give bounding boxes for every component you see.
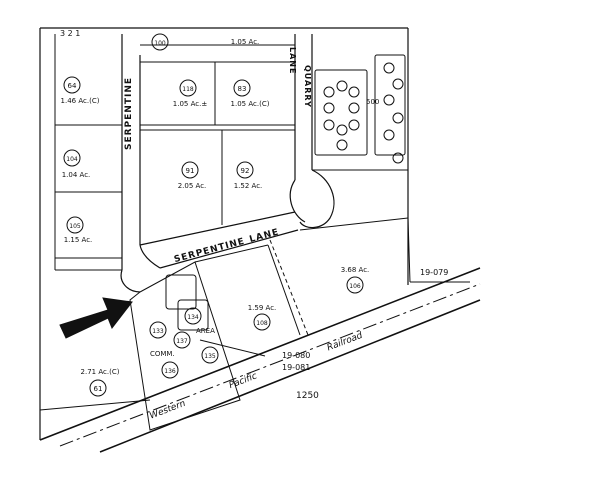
railroad-word-western: Western — [148, 399, 187, 422]
svg-text:137: 137 — [176, 338, 188, 345]
serpentine-lane-label-b: LANE — [248, 227, 280, 245]
condo-circles — [323, 62, 404, 164]
serpentine-lane-label-a: SERPENTINE — [173, 237, 246, 266]
parcel-118: 118 1.05 Ac.± — [173, 79, 208, 108]
svg-text:1.59 Ac.: 1.59 Ac. — [248, 304, 277, 312]
svg-text:1.15 Ac.: 1.15 Ac. — [64, 236, 93, 244]
railroad-centerline — [59, 283, 481, 447]
tra-label-19-080: 19-080 — [282, 351, 310, 360]
svg-text:135: 135 — [204, 353, 216, 360]
top-marks-label: 3 2 1 — [60, 29, 80, 38]
svg-text:1.04 Ac.: 1.04 Ac. — [62, 171, 91, 179]
svg-text:3.68 Ac.: 3.68 Ac. — [341, 266, 370, 274]
svg-text:2.71 Ac.(C): 2.71 Ac.(C) — [81, 368, 120, 376]
svg-text:1.52 Ac.: 1.52 Ac. — [234, 182, 263, 190]
svg-text:64: 64 — [68, 82, 77, 90]
parcel-104: 104 1.04 Ac. — [62, 149, 91, 179]
svg-text:134: 134 — [187, 314, 199, 321]
serpentine-lane-north-edge — [139, 211, 296, 246]
svg-text:92: 92 — [241, 167, 250, 175]
block-500-label: 500 — [366, 98, 379, 106]
parcel-91: 91 2.05 Ac. — [178, 161, 207, 190]
block-number-label: 1250 — [296, 391, 319, 401]
parcel-136: 136 — [161, 361, 179, 379]
quarry-lane-label: LANE — [288, 47, 297, 74]
common-area-label-1: COMM. — [150, 350, 175, 358]
common-area-label-2: AREA — [196, 327, 215, 335]
parcel-134: 134 — [184, 307, 202, 325]
svg-text:106: 106 — [349, 283, 361, 290]
svg-text:2.05 Ac.: 2.05 Ac. — [178, 182, 207, 190]
location-arrow-icon — [59, 297, 133, 339]
parcel-61: 61 2.71 Ac.(C) — [81, 368, 120, 397]
svg-text:1.46 Ac.(C): 1.46 Ac.(C) — [61, 97, 100, 105]
tra-label-19-079: 19-079 — [420, 268, 448, 277]
serpentine-lane-south-edge — [159, 229, 299, 269]
svg-text:118: 118 — [182, 86, 194, 93]
svg-text:1.05 Ac.±: 1.05 Ac.± — [173, 100, 208, 108]
parcel-108: 108 1.59 Ac. — [248, 304, 277, 331]
parcel-106: 106 3.68 Ac. — [341, 266, 370, 294]
parcel-92: 92 1.52 Ac. — [234, 161, 263, 190]
parcel-105: 105 1.15 Ac. — [64, 216, 93, 244]
svg-text:105: 105 — [69, 223, 81, 230]
parcel-64: 64 1.46 Ac.(C) — [61, 76, 100, 105]
svg-text:104: 104 — [66, 156, 78, 163]
quarry-label: QUARRY — [303, 65, 312, 108]
svg-text:133: 133 — [152, 328, 164, 335]
tra-label-19-081: 19-081 — [282, 363, 310, 372]
svg-text:91: 91 — [186, 167, 195, 175]
parcel-133: 133 — [149, 321, 167, 339]
svg-text:83: 83 — [238, 85, 247, 93]
railroad-south-line — [99, 299, 481, 453]
railroad-word-pacific: Pacific — [228, 371, 259, 391]
svg-text:100: 100 — [154, 40, 166, 47]
parcel-135: 135 — [201, 346, 219, 364]
parcel-100: 100 1.05 Ac. — [151, 33, 260, 51]
svg-text:108: 108 — [256, 320, 268, 327]
parcel-137: 137 — [173, 331, 191, 349]
svg-text:1.05 Ac.(C): 1.05 Ac.(C) — [231, 100, 270, 108]
svg-text:136: 136 — [164, 368, 176, 375]
parcel-83: 83 1.05 Ac.(C) — [231, 79, 270, 108]
serpentine-vertical-label: SERPENTINE — [124, 77, 134, 150]
svg-text:1.05 Ac.: 1.05 Ac. — [231, 38, 260, 46]
railroad-word-railroad: Railroad — [326, 331, 365, 354]
railroad-north-line — [39, 267, 481, 441]
svg-text:61: 61 — [94, 385, 103, 393]
